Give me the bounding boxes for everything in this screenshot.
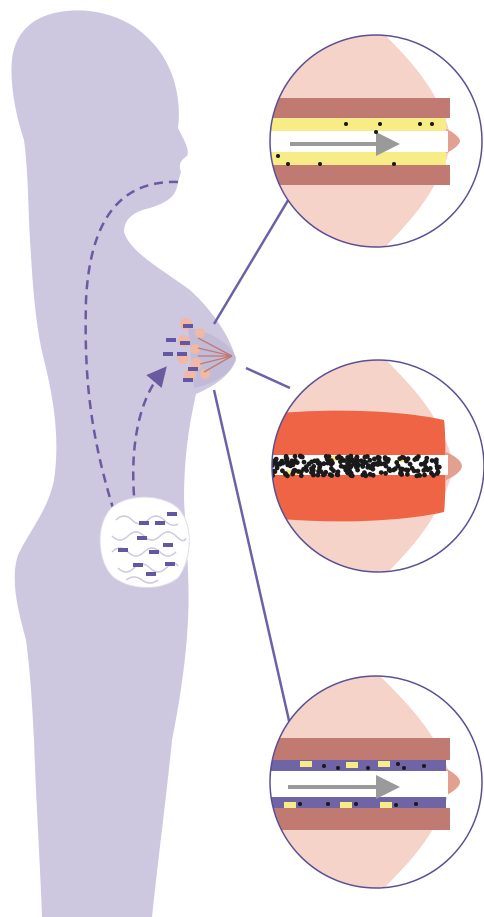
connector-line-top [214, 197, 290, 324]
gut-intestine-icon [100, 497, 189, 587]
connector-line-middle [246, 368, 290, 388]
panel-healthy-duct [260, 30, 482, 252]
female-silhouette-icon [12, 10, 237, 917]
panel-blocked-duct [262, 356, 484, 578]
panel-probiotic-duct [260, 676, 482, 892]
